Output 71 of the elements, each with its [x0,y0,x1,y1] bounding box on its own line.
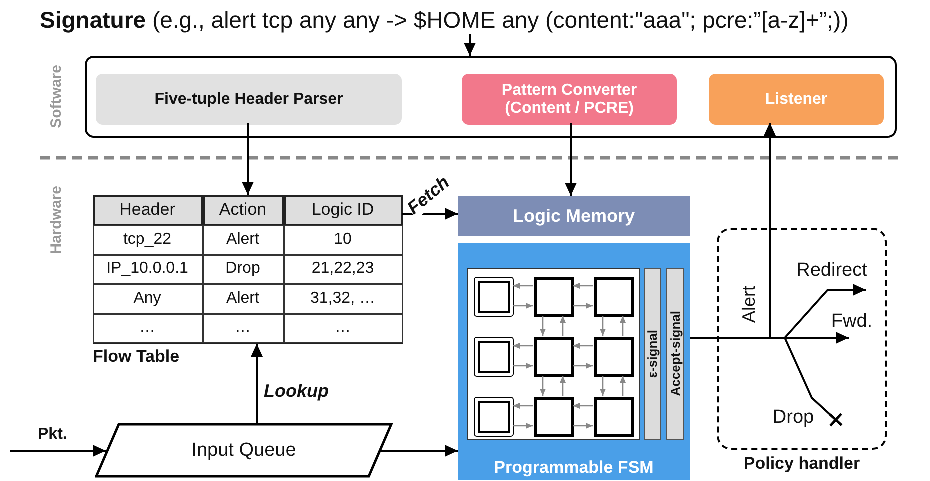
state-grid-panel [467,268,640,440]
group-title: Policy handler [742,454,862,474]
table-cell: 21,22,23 [284,254,402,284]
arrow [513,303,533,309]
table-cell: 10 [284,225,402,254]
state-box [474,277,514,317]
table-title: Flow Table [93,347,180,367]
arrow [573,363,593,369]
section-label: Hardware [46,184,66,256]
block-title: Programmable FSM [493,458,655,478]
table-cell: Alert [202,284,284,314]
signal-bar: Accept-signal [666,268,684,440]
arrow [513,343,533,349]
table-cell: … [284,314,402,343]
arrow [573,343,593,349]
state-box [594,397,634,437]
signature-text: Signature (e.g., alert tcp any any -> $HOME any (content:"aaa"; pcre:”[a-z]+”;)) [40,6,910,34]
arrow [620,316,626,336]
state-box [534,277,574,317]
action-label: Redirect [783,256,881,286]
arrow [242,123,254,195]
arrow [402,208,458,220]
table-cell: tcp_22 [92,225,202,254]
arrow [565,123,577,196]
arrow [380,445,458,457]
action-label: Drop [765,404,822,432]
arrow [600,376,606,396]
state-box [474,337,514,377]
arrow [513,403,533,409]
header-cell: Action [202,194,284,226]
table-cell: … [92,314,202,343]
table-cell: IP_10.0.0.1 [92,254,202,284]
arrow [573,403,593,409]
state-box [534,397,574,437]
state-box [594,337,634,377]
arrow [573,303,593,309]
arrow [251,344,263,423]
action-label: Fwd. [823,308,881,336]
memory-block: Logic Memory [458,196,690,236]
arrow [464,34,476,56]
arrow [600,316,606,336]
table-cell: Any [92,284,202,314]
state-box [474,397,514,437]
table-cell: Drop [202,254,284,284]
process-box: Pattern Converter (Content / PCRE) [462,74,677,125]
table-cell: 31,32, … [284,284,402,314]
process-box: Listener [709,74,884,125]
arrow [573,423,593,429]
process-box: Five-tuple Header Parser [96,74,402,125]
software-panel [85,56,897,138]
header-cell: Logic ID [284,194,402,226]
arrow [10,445,106,457]
signal-bar: ε-signal [644,268,661,440]
state-box [594,277,634,317]
header-cell: Header [92,194,202,226]
arrow [540,376,546,396]
table-cell: … [202,314,284,343]
arrow [513,363,533,369]
state-box [534,337,574,377]
queue-block: Input Queue [95,423,393,478]
arrow [560,376,566,396]
arrow [513,423,533,429]
arrow [540,316,546,336]
arrow [560,316,566,336]
arrow [573,283,593,289]
section-label: Software [46,64,66,131]
edge-label: Lookup [264,382,329,402]
fsm-block [458,243,690,480]
arrow [620,376,626,396]
table-cell: Alert [202,225,284,254]
arrow [513,283,533,289]
